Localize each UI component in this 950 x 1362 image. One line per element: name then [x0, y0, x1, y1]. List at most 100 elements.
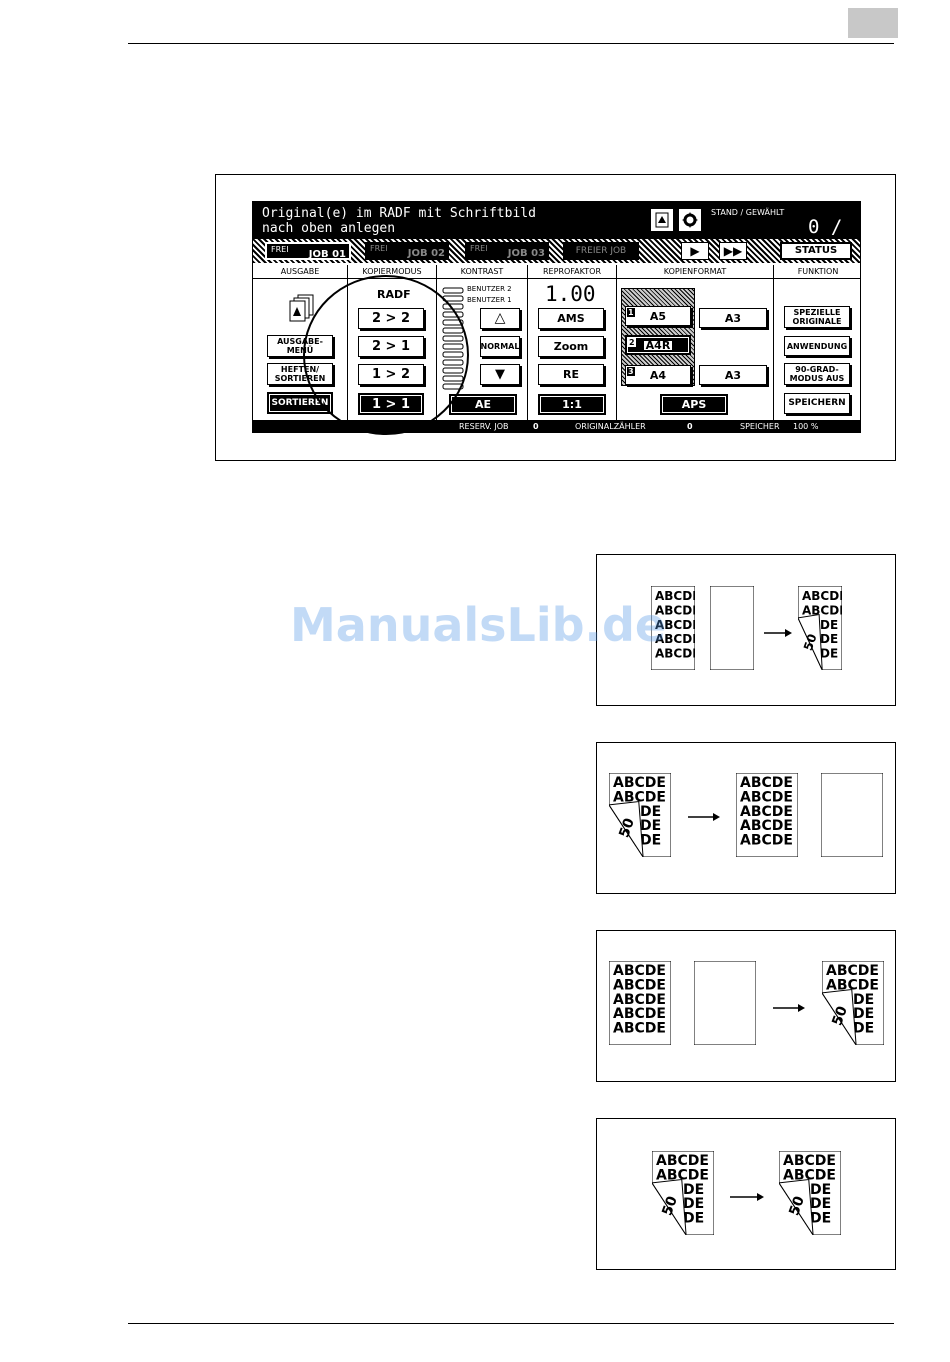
svg-text:DE: DE	[853, 1006, 874, 1022]
job-tab-1-label: FREI	[271, 245, 289, 254]
svg-text:ABCDE: ABCDE	[613, 789, 666, 805]
svg-text:DE: DE	[810, 1182, 831, 1198]
svg-text:DE: DE	[820, 632, 838, 646]
original-page-back	[693, 960, 757, 1046]
svg-text:ABCDE: ABCDE	[802, 589, 842, 603]
section-ausgabe: AUSGABE	[253, 265, 347, 279]
svg-text:DE: DE	[640, 818, 661, 834]
rotation-mode-button[interactable]: 90-GRAD-MODUS AUS	[784, 363, 850, 385]
divider	[527, 265, 528, 420]
next-job-button[interactable]: ▶	[681, 242, 709, 260]
svg-text:DE: DE	[640, 833, 661, 849]
page-tab-marker	[848, 8, 898, 38]
contrast-darker-button[interactable]: ▼	[480, 364, 520, 385]
status-button[interactable]: STATUS	[780, 242, 852, 260]
job-tab-1[interactable]: FREI JOB 01	[265, 242, 351, 260]
save-button[interactable]: SPEICHERN	[784, 393, 850, 414]
cassette-a3-lower-button[interactable]: A3	[699, 365, 767, 385]
arrow-icon	[730, 1187, 764, 1201]
tray-2-number: 2	[628, 338, 636, 347]
original-counter-value: 0	[687, 422, 693, 431]
tray-3-button[interactable]: 3 A4	[625, 365, 691, 385]
svg-text:DE: DE	[810, 1211, 831, 1227]
svg-text:DE: DE	[683, 1182, 704, 1198]
svg-text:ABCDE: ABCDE	[783, 1153, 836, 1169]
svg-text:ABCDE: ABCDE	[783, 1167, 836, 1183]
svg-text:ABCDE: ABCDE	[656, 1153, 709, 1169]
job-tab-3-label: FREI	[470, 244, 488, 253]
contrast-normal-button[interactable]: NORMAL	[480, 336, 520, 357]
svg-text:50: 50	[829, 1004, 851, 1028]
svg-text:ABCDE: ABCDE	[826, 977, 879, 993]
aps-button[interactable]: APS	[660, 394, 728, 415]
settings-icon[interactable]	[679, 209, 701, 231]
application-button[interactable]: ANWENDUNG	[784, 336, 850, 356]
original-icon[interactable]	[651, 209, 673, 231]
svg-text:50: 50	[801, 632, 820, 652]
svg-text:50: 50	[616, 816, 638, 840]
svg-text:ABCDE: ABCDE	[655, 647, 695, 661]
svg-text:ABCDE: ABCDE	[740, 775, 793, 791]
illustration-2-to-1	[596, 742, 896, 894]
svg-text:ABCDE: ABCDE	[802, 603, 842, 617]
highlight-circle	[303, 275, 469, 435]
special-originals-button[interactable]: SPEZIELLE ORIGINALE	[784, 306, 850, 328]
job-tab-row: FREI JOB 01 FREI JOB 02 FREI JOB 03 FREI…	[253, 239, 860, 263]
job-tab-2-number: JOB 02	[407, 248, 445, 259]
free-job-tab[interactable]: FREIER JOB	[563, 242, 639, 260]
zoom-button[interactable]: Zoom	[538, 336, 604, 357]
re-button[interactable]: RE	[538, 364, 604, 385]
message-line-2: nach oben anlegen	[262, 221, 396, 236]
tray-1-number: 1	[627, 308, 635, 317]
svg-text:ABCDE: ABCDE	[656, 1167, 709, 1183]
illustration-2-to-2	[596, 554, 896, 706]
panel-figure-frame	[215, 174, 896, 461]
illustration-1-to-2	[596, 930, 896, 1082]
ratio-1-1-button[interactable]: 1:1	[538, 394, 606, 415]
svg-text:ABCDE: ABCDE	[655, 589, 695, 603]
auto-exposure-button[interactable]: AE	[449, 394, 517, 415]
arrow-icon	[764, 623, 792, 637]
svg-text:50: 50	[659, 1194, 681, 1218]
svg-text:DE: DE	[820, 618, 838, 632]
watermark: ManualsLib.de	[290, 598, 667, 652]
svg-text:DE: DE	[810, 1196, 831, 1212]
section-kopienformat: KOPIENFORMAT	[617, 265, 773, 279]
tray-2-size: A4R	[643, 338, 673, 352]
svg-text:DE: DE	[640, 804, 661, 820]
output-stack-icon	[289, 294, 315, 322]
svg-text:DE: DE	[820, 647, 838, 661]
svg-text:DE: DE	[853, 1021, 874, 1037]
header-rule	[128, 43, 894, 44]
fast-forward-button[interactable]: ▶▶	[719, 242, 747, 260]
ams-button[interactable]: AMS	[538, 308, 604, 329]
svg-text:ABCDE: ABCDE	[740, 804, 793, 820]
job-tab-2-label: FREI	[370, 244, 388, 253]
section-kontrast: KONTRAST	[437, 265, 527, 279]
repro-factor-value: 1.00	[545, 282, 596, 306]
cassette-a3-upper-button[interactable]: A3	[699, 308, 767, 328]
job-tab-3-number: JOB 03	[507, 248, 545, 259]
svg-text:ABCDE: ABCDE	[613, 977, 666, 993]
user1-label: BENUTZER 1	[467, 296, 512, 304]
section-reprofaktor: REPROFAKTOR	[528, 265, 616, 279]
original-page-back	[709, 585, 755, 671]
job-tab-2[interactable]: FREI JOB 02	[365, 242, 449, 260]
svg-text:DE: DE	[853, 992, 874, 1008]
message-line-1: Original(e) im RADF mit Schriftbild	[262, 206, 536, 221]
job-tab-3[interactable]: FREI JOB 03	[465, 242, 549, 260]
svg-text:DE: DE	[683, 1211, 704, 1227]
tray-1-button[interactable]: 1 A5	[625, 306, 691, 326]
contrast-lighter-button[interactable]: △	[480, 308, 520, 329]
memory-value: 100 %	[793, 422, 819, 431]
memory-label: SPEICHER	[740, 422, 780, 431]
svg-text:50: 50	[786, 1194, 808, 1218]
panel-message-bar: Original(e) im RADF mit Schriftbild nach…	[253, 202, 860, 260]
tray-2-button[interactable]: 2 A4R	[625, 335, 691, 355]
